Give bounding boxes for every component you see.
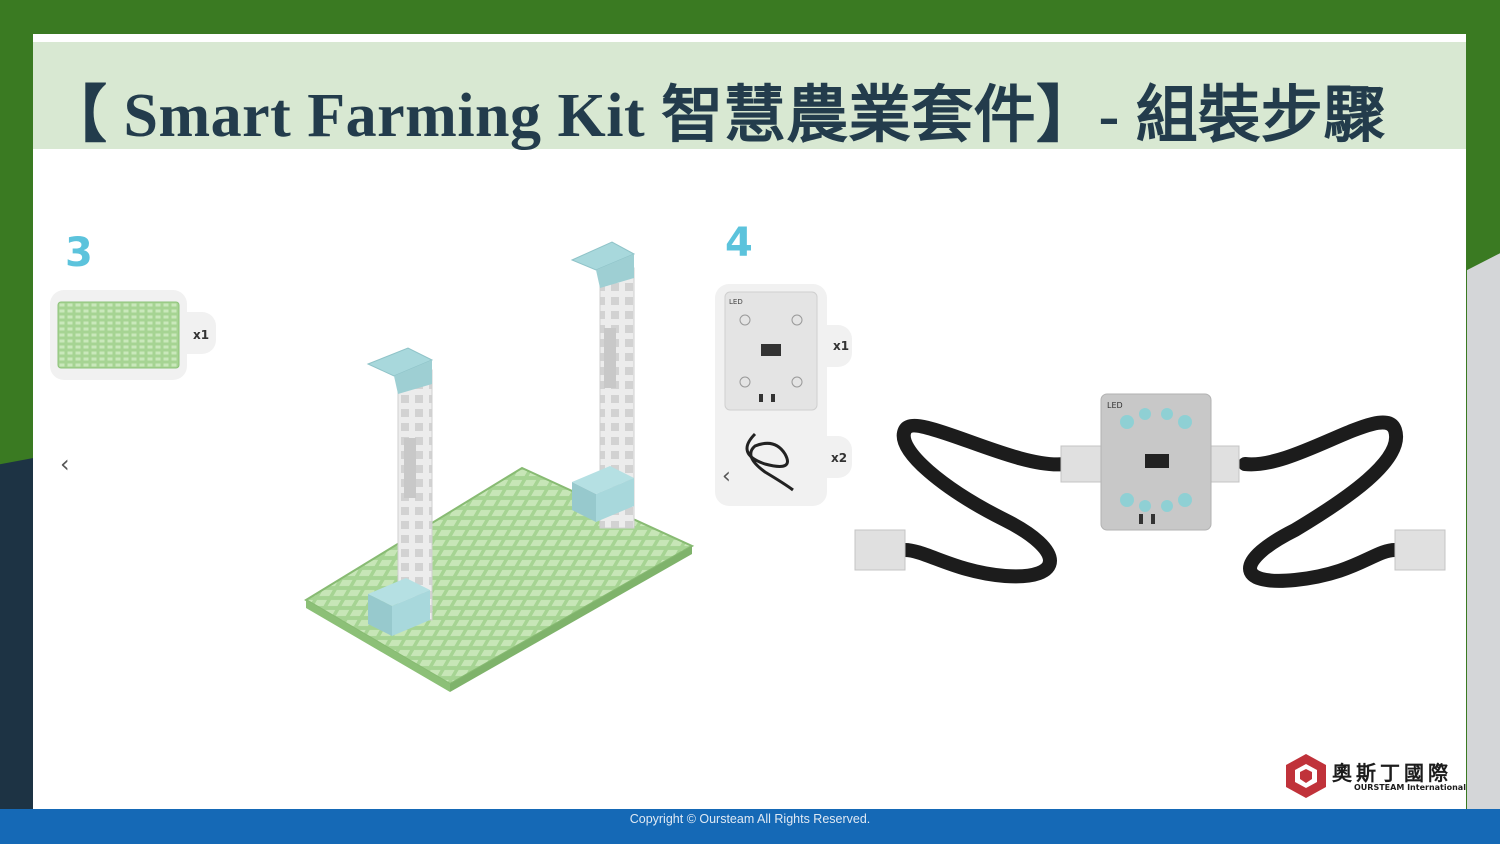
step4-quantity-led: x1: [833, 339, 850, 353]
footer-copyright: Copyright © Oursteam All Rights Reserved…: [629, 812, 871, 826]
chevron-left-icon[interactable]: ‹: [722, 464, 731, 489]
step-number-3: 3: [65, 230, 93, 276]
logo-name-en: OURSTEAM International: [1354, 783, 1466, 792]
assembly-illustration: [304, 241, 695, 692]
led-board-label: LED: [1107, 401, 1123, 410]
slide-title: 【 Smart Farming Kit 智慧農業套件】- 組裝步驟: [45, 82, 1386, 150]
logo-name-cn: 奧斯丁國際: [1332, 761, 1452, 785]
title-band: 【 Smart Farming Kit 智慧農業套件】- 組裝步驟: [33, 42, 1466, 150]
led-module-with-cables: LED: [854, 393, 1446, 588]
slide-canvas: 【 Smart Farming Kit 智慧農業套件】- 組裝步驟: [33, 34, 1466, 809]
green-plate-thumbnail: [57, 301, 180, 369]
footer-bar: [0, 809, 1500, 844]
step4-quantity-cable: x2: [831, 451, 848, 465]
led-thumb-label: LED: [729, 298, 743, 306]
step4-part-card: LED: [715, 284, 827, 506]
led-module-thumbnail: LED: [724, 291, 818, 492]
step3-part-card: [50, 290, 187, 380]
oursteam-logo-icon: [1286, 754, 1326, 798]
chevron-left-icon[interactable]: ‹: [60, 450, 70, 478]
step-number-4: 4: [725, 220, 753, 266]
step3-quantity: x1: [193, 328, 210, 342]
